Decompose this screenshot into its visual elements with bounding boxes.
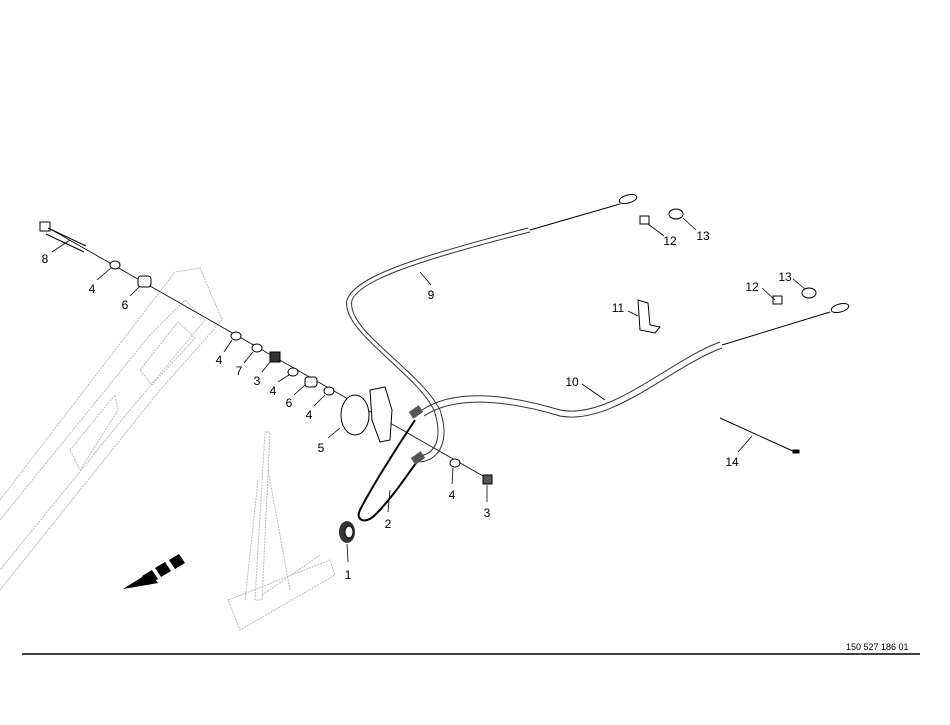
washers-and-spacers xyxy=(109,260,493,485)
linkage-ghost xyxy=(227,431,336,631)
part-label: 8 xyxy=(42,252,49,266)
part-label: 14 xyxy=(725,455,739,469)
part-label: 1 xyxy=(345,568,352,582)
cables xyxy=(346,193,850,522)
part-label: 6 xyxy=(286,396,293,410)
part-labels: 8 4 6 4 7 3 4 6 4 5 1 2 4 3 9 10 11 12 1… xyxy=(42,229,792,582)
small-parts xyxy=(637,208,817,454)
part-label: 4 xyxy=(449,488,456,502)
part-label: 4 xyxy=(306,408,313,422)
bracket xyxy=(340,386,393,443)
pulley xyxy=(339,521,355,543)
part-label: 12 xyxy=(663,234,677,248)
part-label: 4 xyxy=(89,282,96,296)
part-label: 2 xyxy=(385,517,392,531)
part-label: 11 xyxy=(612,301,625,315)
part-label: 6 xyxy=(122,298,129,312)
part-label: 12 xyxy=(745,280,759,294)
bolt xyxy=(39,221,87,253)
part-label: 9 xyxy=(428,288,435,302)
part-label: 3 xyxy=(484,506,491,520)
leader-lines xyxy=(51,217,806,563)
document-number: 150 527 186 01 xyxy=(846,642,909,652)
part-label: 5 xyxy=(318,441,325,455)
part-label: 10 xyxy=(565,375,579,389)
assembly-axis xyxy=(44,225,491,481)
part-label: 13 xyxy=(696,229,710,243)
part-label: 4 xyxy=(216,353,223,367)
part-label: 4 xyxy=(270,384,277,398)
part-label: 3 xyxy=(254,374,261,388)
direction-arrow-icon xyxy=(123,554,185,589)
part-label: 13 xyxy=(778,270,792,284)
part-label: 7 xyxy=(236,364,243,378)
boom-arm-ghost xyxy=(0,267,223,591)
